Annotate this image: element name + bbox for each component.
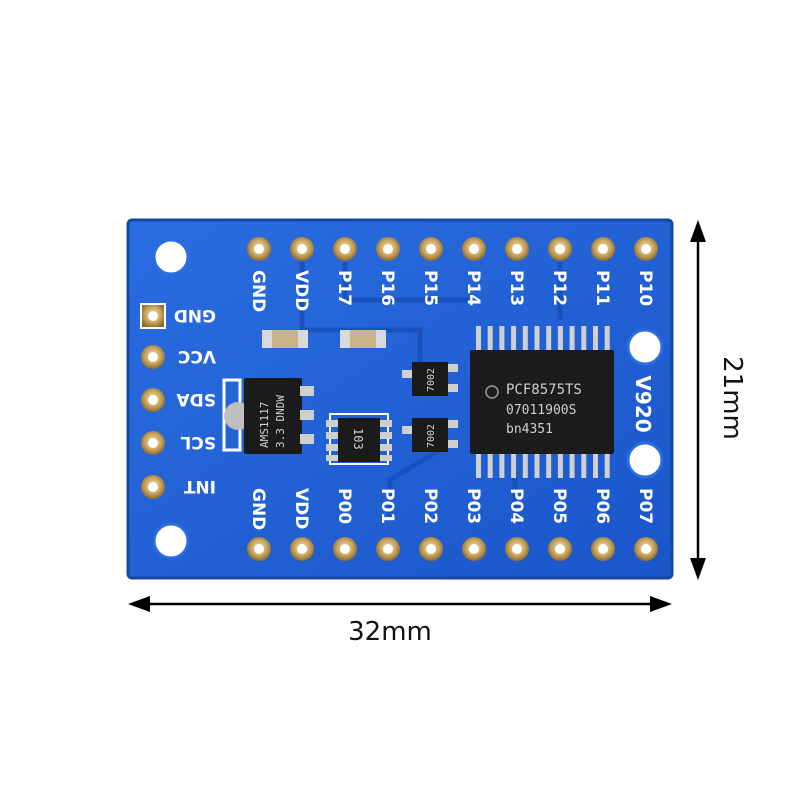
top-header-pins [247, 237, 658, 261]
top-pin-label: VDD [291, 270, 311, 311]
left-pin-label: VCC [178, 346, 216, 366]
left-pin-label: SDA [176, 389, 216, 409]
transistor: 7002 [402, 418, 458, 452]
mounting-hole [626, 328, 664, 366]
left-pin-label: SCL [180, 432, 216, 452]
mounting-hole [152, 238, 190, 276]
top-pin-label: P11 [592, 270, 612, 306]
transistor-marking: 7002 [426, 424, 437, 448]
height-dimension-arrow [690, 220, 706, 580]
left-pin-label: GND [174, 305, 216, 325]
chip-marking-3: bn4351 [506, 422, 553, 437]
bottom-pin-label: P00 [334, 488, 354, 524]
top-pin-label: P15 [420, 270, 440, 306]
pcb-board [126, 218, 674, 580]
chip-marking-1: PCF8575TS [506, 382, 582, 398]
width-dimension-arrow [128, 596, 672, 612]
top-pin-label: P13 [506, 270, 526, 306]
resistor-marking: 103 [351, 428, 365, 450]
transistor-marking: 7002 [426, 368, 437, 392]
bottom-pin-label: P04 [506, 488, 526, 524]
bottom-pin-label: P01 [377, 488, 397, 524]
mounting-hole [626, 441, 664, 479]
board-label: V920 [631, 375, 655, 432]
mounting-hole [152, 522, 190, 560]
resistor-array: 103 [326, 413, 392, 465]
top-pin-label: P10 [635, 270, 655, 306]
bottom-pin-label: VDD [291, 488, 311, 529]
main-ic-chip: PCF8575TS 07011900S bn4351 [470, 326, 614, 478]
regulator-marking-2: 3.3 DNDW [274, 395, 287, 448]
width-label: 32mm [348, 617, 432, 647]
capacitor [340, 330, 386, 348]
top-pin-label: GND [248, 270, 268, 312]
bottom-pin-label: P07 [635, 488, 655, 524]
left-pin-label: INT [183, 476, 216, 496]
voltage-regulator: AMS1117 3.3 DNDW [222, 378, 314, 454]
bottom-pin-label: GND [248, 488, 268, 530]
chip-marking-2: 07011900S [506, 403, 576, 418]
capacitor [262, 330, 308, 348]
height-label: 21mm [717, 356, 747, 440]
top-pin-label: P16 [377, 270, 397, 306]
bottom-header-pins [247, 537, 658, 561]
transistor: 7002 [402, 362, 458, 396]
bottom-pin-label: P06 [592, 488, 612, 524]
top-pin-label: P17 [334, 270, 354, 306]
regulator-marking-1: AMS1117 [258, 402, 271, 448]
bottom-pin-label: P03 [463, 488, 483, 524]
top-pin-label: P14 [463, 270, 483, 306]
bottom-pin-label: P05 [549, 488, 569, 524]
top-pin-label: P12 [549, 270, 569, 306]
bottom-pin-label: P02 [420, 488, 440, 524]
left-header-pins [140, 303, 166, 499]
